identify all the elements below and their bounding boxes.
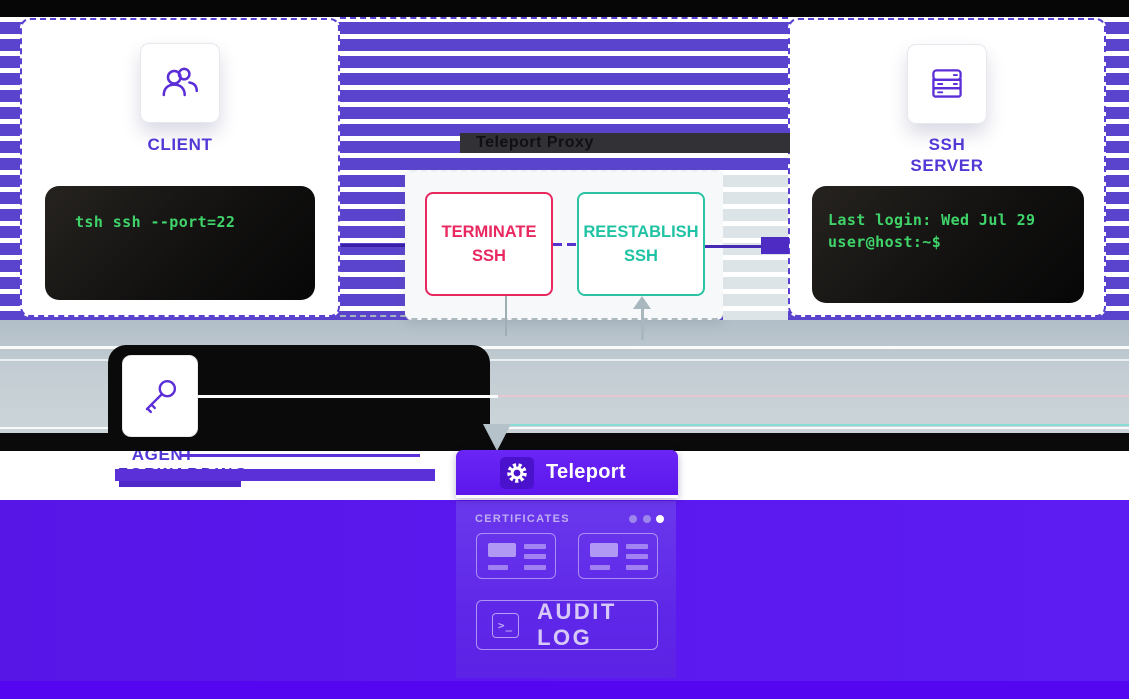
- teleport-brand: Teleport: [546, 461, 626, 483]
- up-arrow-head: [633, 296, 651, 309]
- divider-line: [490, 424, 1129, 426]
- key-icon: [137, 373, 183, 419]
- client-terminal: tsh ssh --port=22: [45, 186, 315, 300]
- pagination-dot: [643, 515, 651, 523]
- client-terminal-command: tsh ssh --port=22: [75, 213, 236, 231]
- ssh-server-terminal: Last login: Wed Jul 29 user@host:~$: [812, 186, 1084, 303]
- certificate-photo-block: [488, 543, 516, 557]
- certificate-line: [626, 565, 648, 570]
- terminate-ssh-box: TERMINATE SSH: [425, 192, 553, 296]
- certificate-card: [578, 533, 658, 579]
- footer-band: [0, 681, 1129, 699]
- audit-log-card: >_ AUDIT LOG: [476, 599, 658, 650]
- server-icon: [924, 61, 970, 107]
- terminal-icon: >_: [492, 612, 520, 638]
- certificate-line: [626, 554, 648, 559]
- certificate-line: [524, 565, 546, 570]
- certificate-line: [524, 544, 546, 549]
- gear-icon: [500, 456, 534, 489]
- pagination-dot-active: [656, 515, 664, 523]
- audit-log-label: AUDIT LOG: [537, 599, 617, 650]
- proxy-to-server-line: [705, 245, 763, 248]
- purple-glitch-bar: [115, 469, 435, 481]
- certificate-line: [488, 565, 508, 570]
- proxy-title-band: Teleport Proxy: [460, 133, 790, 153]
- ssh-terminal-line1: Last login: Wed Jul 29: [828, 211, 1036, 229]
- terminate-drop-line: [505, 296, 507, 336]
- purple-glitch-bar: [119, 481, 241, 487]
- certificate-photo-block: [590, 543, 618, 557]
- teleport-panel-body: [456, 501, 676, 678]
- black-band: [0, 433, 1129, 451]
- teleport-panel-header: Teleport: [456, 450, 678, 498]
- up-arrow-stem: [641, 308, 644, 340]
- certificate-line: [590, 565, 610, 570]
- certificate-line: [626, 544, 648, 549]
- server-icon-card: [907, 44, 987, 124]
- proxy-to-server-arrowhead: [761, 237, 789, 254]
- certificate-card: [476, 533, 556, 579]
- certificates-label: CERTIFICATES: [475, 513, 570, 525]
- reestablish-ssh-box: REESTABLISH SSH: [577, 192, 705, 296]
- dashed-connector-segment: [553, 243, 562, 246]
- divider-line: [0, 346, 1129, 349]
- pagination-dot: [629, 515, 637, 523]
- dashed-border-top: [340, 17, 788, 19]
- ssh-server-label: SSH SERVER: [910, 135, 984, 175]
- top-black-bar: [0, 0, 1129, 17]
- client-label: CLIENT: [147, 135, 213, 154]
- divider-line: [0, 427, 1129, 429]
- users-icon: [157, 60, 203, 106]
- certificate-line: [524, 554, 546, 559]
- ssh-terminal-line2: user@host:~$: [828, 233, 942, 251]
- client-to-proxy-line: [341, 244, 405, 247]
- client-icon-card: [140, 43, 220, 123]
- divider-line: [0, 359, 1129, 361]
- dashed-connector-segment: [567, 243, 576, 246]
- down-arrow-head: [483, 424, 511, 451]
- agent-icon-card: [122, 355, 198, 437]
- divider-line: [495, 395, 1129, 397]
- agent-connector-line: [198, 395, 498, 398]
- purple-hairline: [180, 454, 420, 457]
